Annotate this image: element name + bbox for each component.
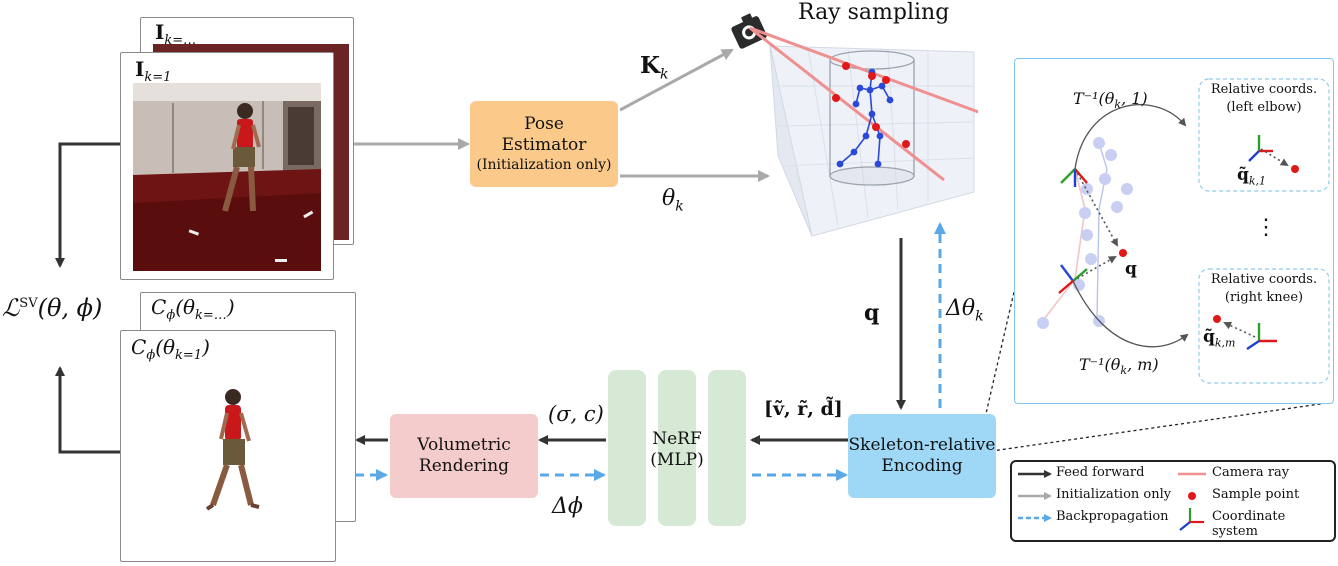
- delta-theta-symbol: Δθ: [946, 296, 976, 321]
- rel-bottom-text: Relative coords. (right knee): [1199, 271, 1329, 306]
- legend-feed-forward: Feed forward: [1056, 465, 1145, 480]
- delta-theta-sub: k: [975, 308, 984, 325]
- output-back-arg-sub: k=…: [195, 308, 227, 323]
- legend-sample-point: Sample point: [1212, 487, 1300, 502]
- t-inv-top-tail: , 1): [1121, 89, 1148, 108]
- sigma-c-label: (σ, c): [548, 402, 604, 426]
- nerf-layer-1: [608, 370, 646, 526]
- arrow-input-to-loss: [55, 142, 120, 268]
- theta-symbol: θ: [662, 186, 676, 211]
- zoom-line-top: [984, 291, 1015, 419]
- output-front-label: C: [131, 335, 147, 359]
- inset-q-label: q: [1125, 259, 1137, 279]
- nerf-line1: NeRF: [652, 428, 702, 449]
- input-image-card-front: Ik=1: [120, 52, 334, 280]
- nerf-line2: (MLP): [650, 450, 704, 470]
- loss-symbol: ℒ: [2, 294, 20, 322]
- t-inv-bottom-tail: , m): [1127, 355, 1159, 374]
- legend-init-only: Initialization only: [1056, 487, 1172, 502]
- t-inv-top: T⁻¹(θk, 1): [1073, 89, 1148, 111]
- pose-estimator-line1: Pose: [524, 114, 564, 134]
- t-inv-bottom-sub: k: [1120, 364, 1128, 378]
- zoom-line-bottom: [984, 401, 1335, 453]
- legend: Feed forward Initialization only Backpro…: [1010, 460, 1336, 542]
- q-label: q: [864, 300, 880, 326]
- loss-sup: SV: [19, 296, 38, 311]
- nerf-layer-2: [658, 370, 696, 526]
- ray-sampling-title: Ray sampling: [798, 0, 950, 25]
- volumetric-rendering-box: Volumetric Rendering: [390, 414, 538, 498]
- q-tilde-bottom-main: q̃: [1203, 327, 1215, 347]
- output-image-card-front: Cϕ(θk=1): [120, 330, 336, 562]
- q-tilde-top-sub: k,1: [1248, 174, 1267, 188]
- delta-theta-label: Δθk: [946, 296, 984, 324]
- encoded-label: [ṽ, r̃, d̃]: [764, 398, 843, 420]
- ellipsis-vertical: ⋮: [1255, 215, 1277, 240]
- input-front-sub: k=1: [144, 70, 172, 85]
- arrow-output-to-loss: [55, 366, 120, 454]
- output-back-sub-phi: ϕ: [166, 308, 176, 323]
- skeleton-encoding-line2: Encoding: [881, 456, 963, 476]
- output-front-sub-phi: ϕ: [146, 348, 156, 363]
- skeleton-encoding-box: Skeleton-relative Encoding: [848, 414, 996, 498]
- nerf-label: NeRF (MLP): [608, 420, 746, 480]
- nerf-layer-3: [708, 370, 746, 526]
- input-front-label: I: [135, 57, 145, 81]
- pose-estimator-line3: (Initialization only): [476, 156, 612, 173]
- ray-sampling-scene: [749, 26, 978, 237]
- loss-label: ℒSV(θ, ϕ): [2, 294, 102, 322]
- rel-bottom-line2: (right knee): [1224, 289, 1304, 305]
- rel-bottom-line1: Relative coords.: [1210, 272, 1318, 287]
- t-inv-top-main: T⁻¹(θ: [1073, 89, 1115, 108]
- rendered-person: [205, 389, 260, 511]
- legend-sample-point-swatch: [1188, 492, 1196, 500]
- theta-label: θk: [662, 186, 684, 214]
- q-tilde-top: q̃k,1: [1237, 165, 1266, 187]
- t-inv-bottom: T⁻¹(θk, m): [1079, 355, 1159, 377]
- volumetric-line1: Volumetric: [417, 434, 511, 455]
- output-back-arg: (θ: [175, 295, 196, 319]
- input-back-label: I: [155, 20, 165, 44]
- delta-phi-label: Δϕ: [552, 494, 583, 519]
- input-photo: [133, 83, 321, 271]
- k-label: Kk: [640, 52, 668, 83]
- volumetric-line2: Rendering: [418, 456, 510, 476]
- legend-camera-ray: Camera ray: [1212, 465, 1290, 480]
- q-tilde-top-main: q̃: [1237, 165, 1249, 185]
- rel-top-line1: Relative coords.: [1210, 82, 1318, 97]
- t-inv-bottom-main: T⁻¹(θ: [1079, 355, 1121, 374]
- k-sub: k: [660, 66, 669, 83]
- loss-args: (θ, ϕ): [37, 294, 103, 322]
- legend-coordinate-system-swatch: [1179, 508, 1204, 531]
- inset-skeleton-drawing: [1037, 78, 1330, 384]
- legend-swatches: [1018, 470, 1206, 531]
- k-symbol: K: [640, 52, 660, 79]
- rel-top-line2: (left elbow): [1226, 99, 1302, 115]
- pose-estimator-box: Pose Estimator (Initialization only): [470, 101, 618, 187]
- pose-estimator-line2: Estimator: [501, 135, 587, 156]
- q-tilde-bottom: q̃k,m: [1203, 327, 1235, 349]
- legend-backprop: Backpropagation: [1056, 509, 1169, 524]
- output-front-arg-sub: k=1: [175, 348, 203, 363]
- t-inv-top-sub: k: [1114, 98, 1122, 112]
- theta-sub: k: [675, 198, 684, 215]
- legend-coordinate-system: Coordinate system: [1212, 509, 1286, 539]
- output-back-label: C: [151, 295, 167, 319]
- skeleton-encoding-line1: Skeleton-relative: [848, 434, 996, 455]
- rel-top-text: Relative coords. (left elbow): [1199, 81, 1329, 116]
- arrow-pose-to-camera: [619, 48, 734, 112]
- q-tilde-bottom-sub: k,m: [1214, 336, 1236, 350]
- output-front-arg: (θ: [155, 335, 176, 359]
- inset-panel: T⁻¹(θk, 1) T⁻¹(θk, m) q Relative coords.…: [1014, 58, 1334, 404]
